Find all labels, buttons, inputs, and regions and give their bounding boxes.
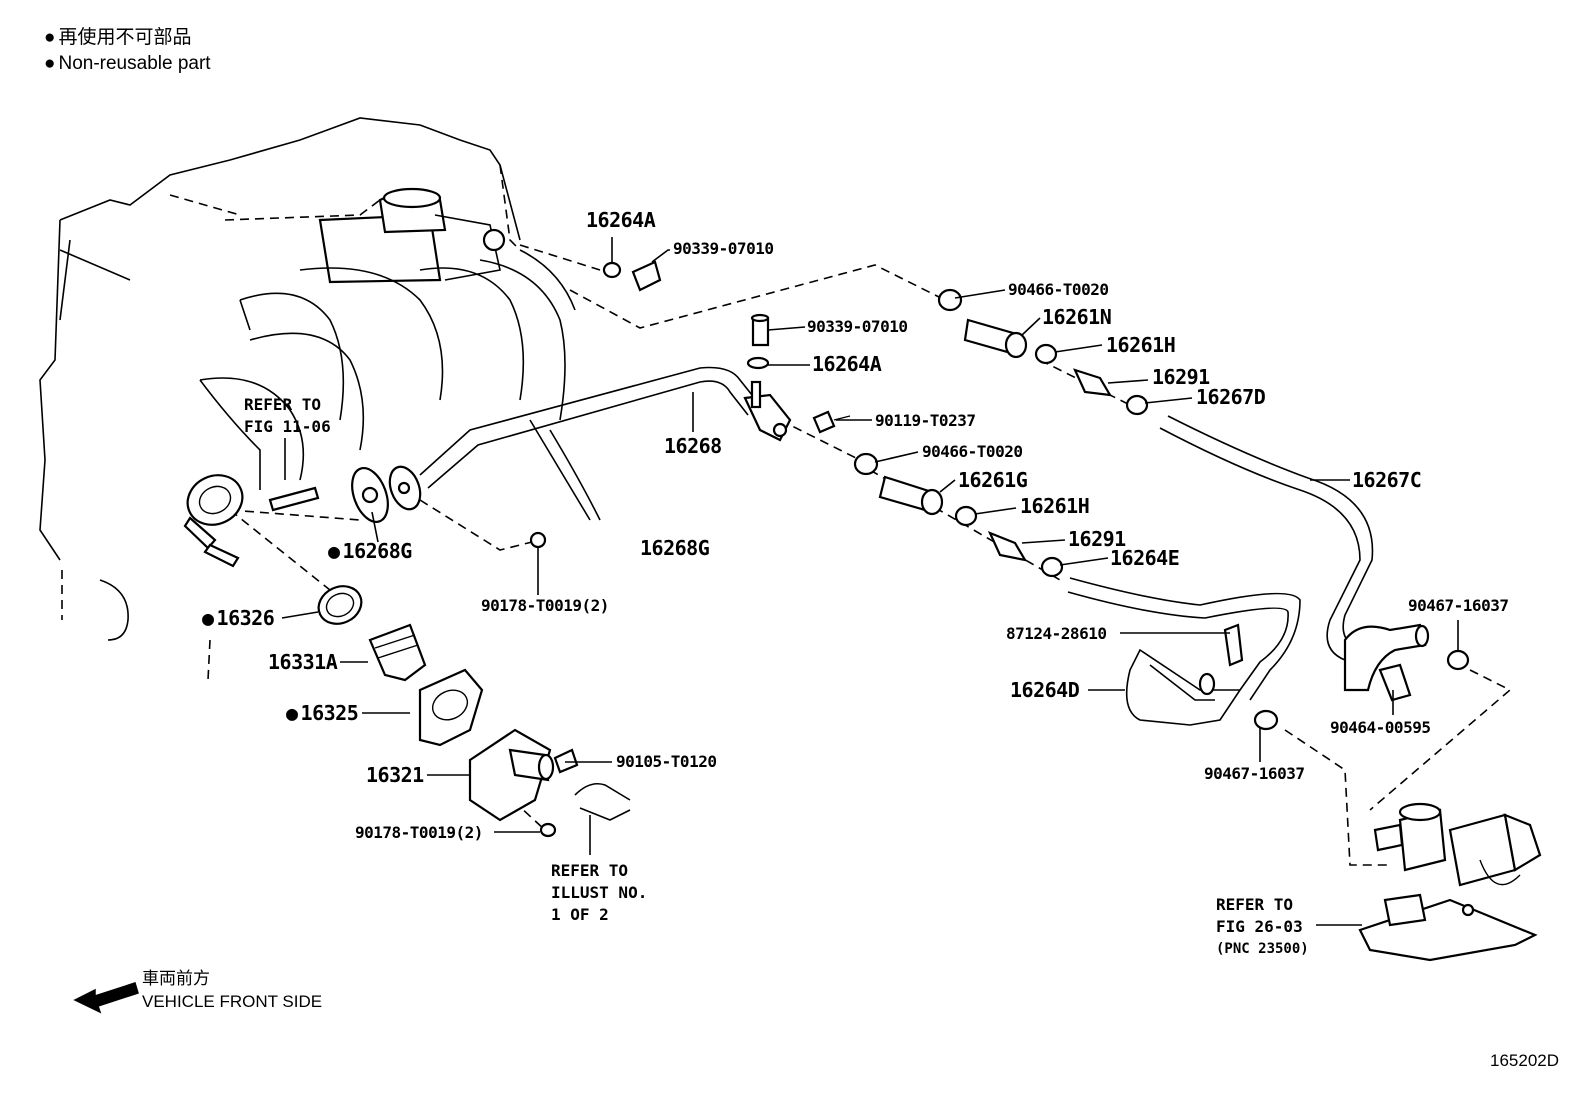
part-label-90339-07010-top[interactable]: 90339-07010 — [673, 239, 774, 258]
part-label-90464-00595[interactable]: 90464-00595 — [1330, 718, 1431, 737]
part-label-90339-07010-mid[interactable]: 90339-07010 — [807, 317, 908, 336]
pipe-16268 — [351, 366, 792, 523]
part-label-16264E[interactable]: 16264E — [1110, 546, 1180, 570]
part-label-16321[interactable]: 16321 — [366, 763, 424, 787]
part-label-16291-top[interactable]: 16291 — [1152, 365, 1210, 389]
part-label-16264A-top[interactable]: 16264A — [586, 208, 656, 232]
legend-jp: 再使用不可部品 — [44, 28, 191, 47]
direction-en: VEHICLE FRONT SIDE — [142, 992, 323, 1011]
vehicle-front-arrow — [73, 982, 139, 1014]
part-label-87124-28610[interactable]: 87124-28610 — [1006, 624, 1107, 643]
part-label-90178-T0019-top[interactable]: 90178-T0019(2) — [481, 596, 609, 615]
figure-id: 165202D — [1490, 1051, 1560, 1070]
part-label-90105-T0120[interactable]: 90105-T0120 — [616, 752, 717, 771]
direction-jp: 車両前方 — [142, 969, 210, 988]
legend-en: Non-reusable part — [44, 54, 210, 73]
part-label-90466-T0020-mid[interactable]: 90466-T0020 — [922, 442, 1023, 461]
leader-lines — [281, 237, 1459, 926]
small-parts — [602, 260, 1149, 578]
part-label-16264A-mid[interactable]: 16264A — [812, 352, 882, 376]
thermostat-assembly — [183, 474, 631, 838]
part-label-90467-16037-right[interactable]: 90467-16037 — [1408, 596, 1509, 615]
part-label-16268[interactable]: 16268 — [664, 434, 722, 458]
part-label-16267D[interactable]: 16267D — [1196, 385, 1266, 409]
part-label-90467-16037-bot[interactable]: 90467-16037 — [1204, 764, 1305, 783]
vsv-bracket — [1358, 802, 1542, 962]
part-label-16261G[interactable]: 16261G — [958, 468, 1028, 492]
part-label-90178-T0019-bot[interactable]: 90178-T0019(2) — [355, 823, 483, 842]
part-label-16331A[interactable]: 16331A — [268, 650, 338, 674]
part-label-16261N[interactable]: 16261N — [1042, 305, 1112, 329]
part-label-16325-nonreusable[interactable]: 16325 — [286, 703, 359, 723]
part-label-16326-nonreusable[interactable]: 16326 — [202, 608, 275, 628]
part-label-16267C[interactable]: 16267C — [1352, 468, 1422, 492]
hose-16264D — [1067, 577, 1470, 731]
part-label-16261H-top[interactable]: 16261H — [1106, 333, 1176, 357]
part-label-16264D[interactable]: 16264D — [1010, 678, 1080, 702]
part-label-16291-mid[interactable]: 16291 — [1068, 527, 1126, 551]
part-label-16261H-mid[interactable]: 16261H — [1020, 494, 1090, 518]
hose-16267C — [1159, 415, 1430, 692]
part-label-16268G[interactable]: 16268G — [640, 536, 710, 560]
part-label-90119-T0237[interactable]: 90119-T0237 — [875, 411, 976, 430]
part-label-90466-T0020-top[interactable]: 90466-T0020 — [1008, 280, 1109, 299]
engine-block — [39, 117, 601, 681]
part-label-16268G-nonreusable[interactable]: 16268G — [328, 541, 413, 561]
